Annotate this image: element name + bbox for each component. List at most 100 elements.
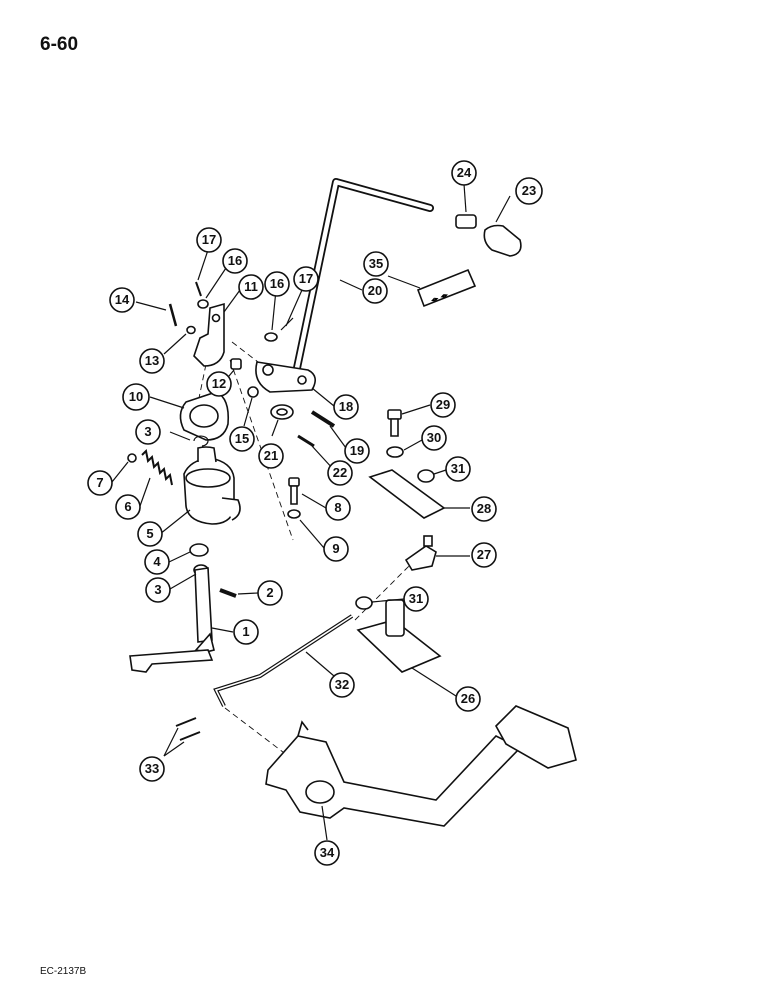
clutch-pedal <box>265 705 577 827</box>
callout-23: 23 <box>515 177 543 205</box>
callout-30: 30 <box>421 425 447 451</box>
svg-text:1: 1 <box>242 624 249 639</box>
cotter-pin-a <box>175 717 197 727</box>
shift-lever <box>293 178 434 372</box>
callout-18: 18 <box>333 394 359 420</box>
svg-text:7: 7 <box>96 475 103 490</box>
svg-text:5: 5 <box>146 526 153 541</box>
bracket-plate-26 <box>356 599 442 673</box>
pin-22 <box>297 434 315 448</box>
callout-9: 9 <box>323 536 349 562</box>
callout-13: 13 <box>139 348 165 374</box>
svg-text:29: 29 <box>436 397 450 412</box>
callout-15: 15 <box>229 426 255 452</box>
detent-spring <box>141 448 173 486</box>
callout-19: 19 <box>344 438 370 464</box>
washer-30 <box>386 446 404 458</box>
svg-text:9: 9 <box>332 541 339 556</box>
cotter-pin-b <box>179 731 201 741</box>
o-ring <box>189 543 209 557</box>
callout-35: 35 <box>363 251 389 277</box>
svg-text:35: 35 <box>369 256 383 271</box>
washer-16-left <box>197 299 209 309</box>
svg-text:2: 2 <box>266 585 273 600</box>
callout-3-upper: 3 <box>135 419 161 445</box>
svg-text:18: 18 <box>339 399 353 414</box>
shift-shaft <box>129 567 215 673</box>
callout-21: 21 <box>258 443 284 469</box>
svg-text:14: 14 <box>115 292 130 307</box>
callout-26: 26 <box>455 686 481 712</box>
svg-text:17: 17 <box>299 271 313 286</box>
svg-text:3: 3 <box>154 582 161 597</box>
shift-knob <box>483 224 522 257</box>
lever-sleeve <box>455 214 477 229</box>
detent-ball <box>127 453 137 463</box>
clevis-27 <box>404 545 437 571</box>
svg-text:15: 15 <box>235 431 249 446</box>
nut-31-upper <box>417 469 435 483</box>
svg-text:12: 12 <box>212 376 226 391</box>
callout-8: 8 <box>325 495 351 521</box>
callout-12: 12 <box>206 371 232 397</box>
figure-code: EC-2137B <box>40 966 87 977</box>
callout-1: 1 <box>233 619 259 645</box>
callout-11: 11 <box>238 274 264 300</box>
roll-pin-2 <box>219 588 237 598</box>
pin-14 <box>168 303 178 327</box>
callout-2: 2 <box>257 580 283 606</box>
callout-14: 14 <box>109 287 135 313</box>
callout-29: 29 <box>430 392 456 418</box>
gasket <box>179 391 230 441</box>
callout-17-right: 17 <box>293 266 319 292</box>
svg-text:17: 17 <box>202 232 216 247</box>
bolt-8 <box>288 477 300 505</box>
bolt-29 <box>387 409 402 437</box>
page-number: 6-60 <box>40 34 79 55</box>
svg-text:3: 3 <box>144 424 151 439</box>
svg-text:23: 23 <box>522 183 536 198</box>
callout-17-left: 17 <box>196 227 222 253</box>
svg-text:16: 16 <box>228 253 242 268</box>
bolt-15 <box>247 386 259 398</box>
nut-31-lower <box>355 596 373 610</box>
svg-text:16: 16 <box>270 276 284 291</box>
svg-text:30: 30 <box>427 430 441 445</box>
alignment-lines <box>198 341 413 766</box>
washer-13 <box>186 325 196 335</box>
svg-text:31: 31 <box>451 461 465 476</box>
callout-34: 34 <box>314 840 340 866</box>
callout-16-right: 16 <box>264 271 290 297</box>
shifter-housing <box>183 446 241 525</box>
callout-4: 4 <box>144 549 170 575</box>
svg-text:13: 13 <box>145 353 159 368</box>
callout-22: 22 <box>327 460 353 486</box>
callout-33: 33 <box>139 756 165 782</box>
svg-text:19: 19 <box>350 443 364 458</box>
washer-9 <box>287 509 301 519</box>
svg-text:10: 10 <box>129 389 143 404</box>
svg-text:34: 34 <box>320 845 335 860</box>
callout-3-lower: 3 <box>145 577 171 603</box>
callout-7: 7 <box>87 470 113 496</box>
callout-5: 5 <box>137 521 163 547</box>
snap-ring-upper <box>193 435 209 447</box>
leader-lines <box>111 183 511 841</box>
callout-32: 32 <box>329 672 355 698</box>
svg-text:4: 4 <box>153 554 161 569</box>
callouts: 1 2 3 3 4 5 6 7 8 9 10 11 12 13 14 15 16… <box>87 160 543 866</box>
shift-pattern-decal: ◂▸ ◂▸ <box>416 268 477 308</box>
svg-text:32: 32 <box>335 677 349 692</box>
callout-28: 28 <box>471 496 497 522</box>
svg-text:28: 28 <box>477 501 491 516</box>
callout-16-left: 16 <box>222 248 248 274</box>
svg-text:31: 31 <box>409 591 423 606</box>
callout-20: 20 <box>362 278 388 304</box>
svg-text:6: 6 <box>124 499 131 514</box>
svg-text:33: 33 <box>145 761 159 776</box>
pin-17-left <box>195 281 202 297</box>
pin-19 <box>310 410 336 428</box>
bolt-12 <box>230 358 242 370</box>
callout-10: 10 <box>122 383 150 411</box>
